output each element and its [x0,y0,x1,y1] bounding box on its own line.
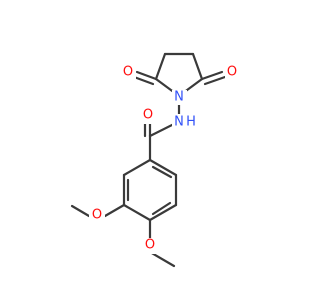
bond-c2-o-b [132,75,155,86]
atom-o-left: O [121,65,136,81]
molecule-diagram: O O N N H O O [70,52,240,268]
atom-label-nh: N [174,115,184,130]
atom-label-o-left: O [123,65,133,80]
bond-arom-inner-2 [151,201,172,216]
bond-ar3-ar4 [122,203,152,222]
bond-c2-c3 [154,52,167,81]
atom-label-o-amide: O [143,108,153,123]
bond-ar4-ar5 [148,203,178,222]
bond-ar6-ar1 [148,158,178,177]
atom-o-right: O [225,65,240,81]
atom-label-layer: O O N N H O O [89,65,240,254]
bond-o-ch3-b [148,250,176,268]
atom-label-o-right: O [227,65,237,80]
atom-o-meo3: O [89,208,105,224]
atom-label-o-meo4: O [145,238,155,253]
atom-label-h: H [186,115,196,130]
atom-label-o-meo3: O [92,208,102,223]
bond-ar3-o [103,203,126,218]
bond-c2-o-a [135,70,158,81]
bond-c4-c5 [191,52,204,81]
bond-c5-o-a [200,70,224,81]
bond-o-ch3-a [70,204,91,218]
structure-canvas: O O N N H O O [70,52,240,268]
atom-nh: N H [172,114,199,130]
bond-ar1-ar2 [122,158,152,177]
atom-label-n-ring: N [174,90,184,105]
atom-o-amide: O [140,108,155,124]
bond-layer [70,52,227,268]
bond-nh-c [148,122,176,138]
atom-o-meo4: O [142,238,158,254]
bond-arom-inner-3 [151,165,173,179]
bond-c5-o-b [203,75,227,86]
atom-n-ring: N [172,90,187,105]
